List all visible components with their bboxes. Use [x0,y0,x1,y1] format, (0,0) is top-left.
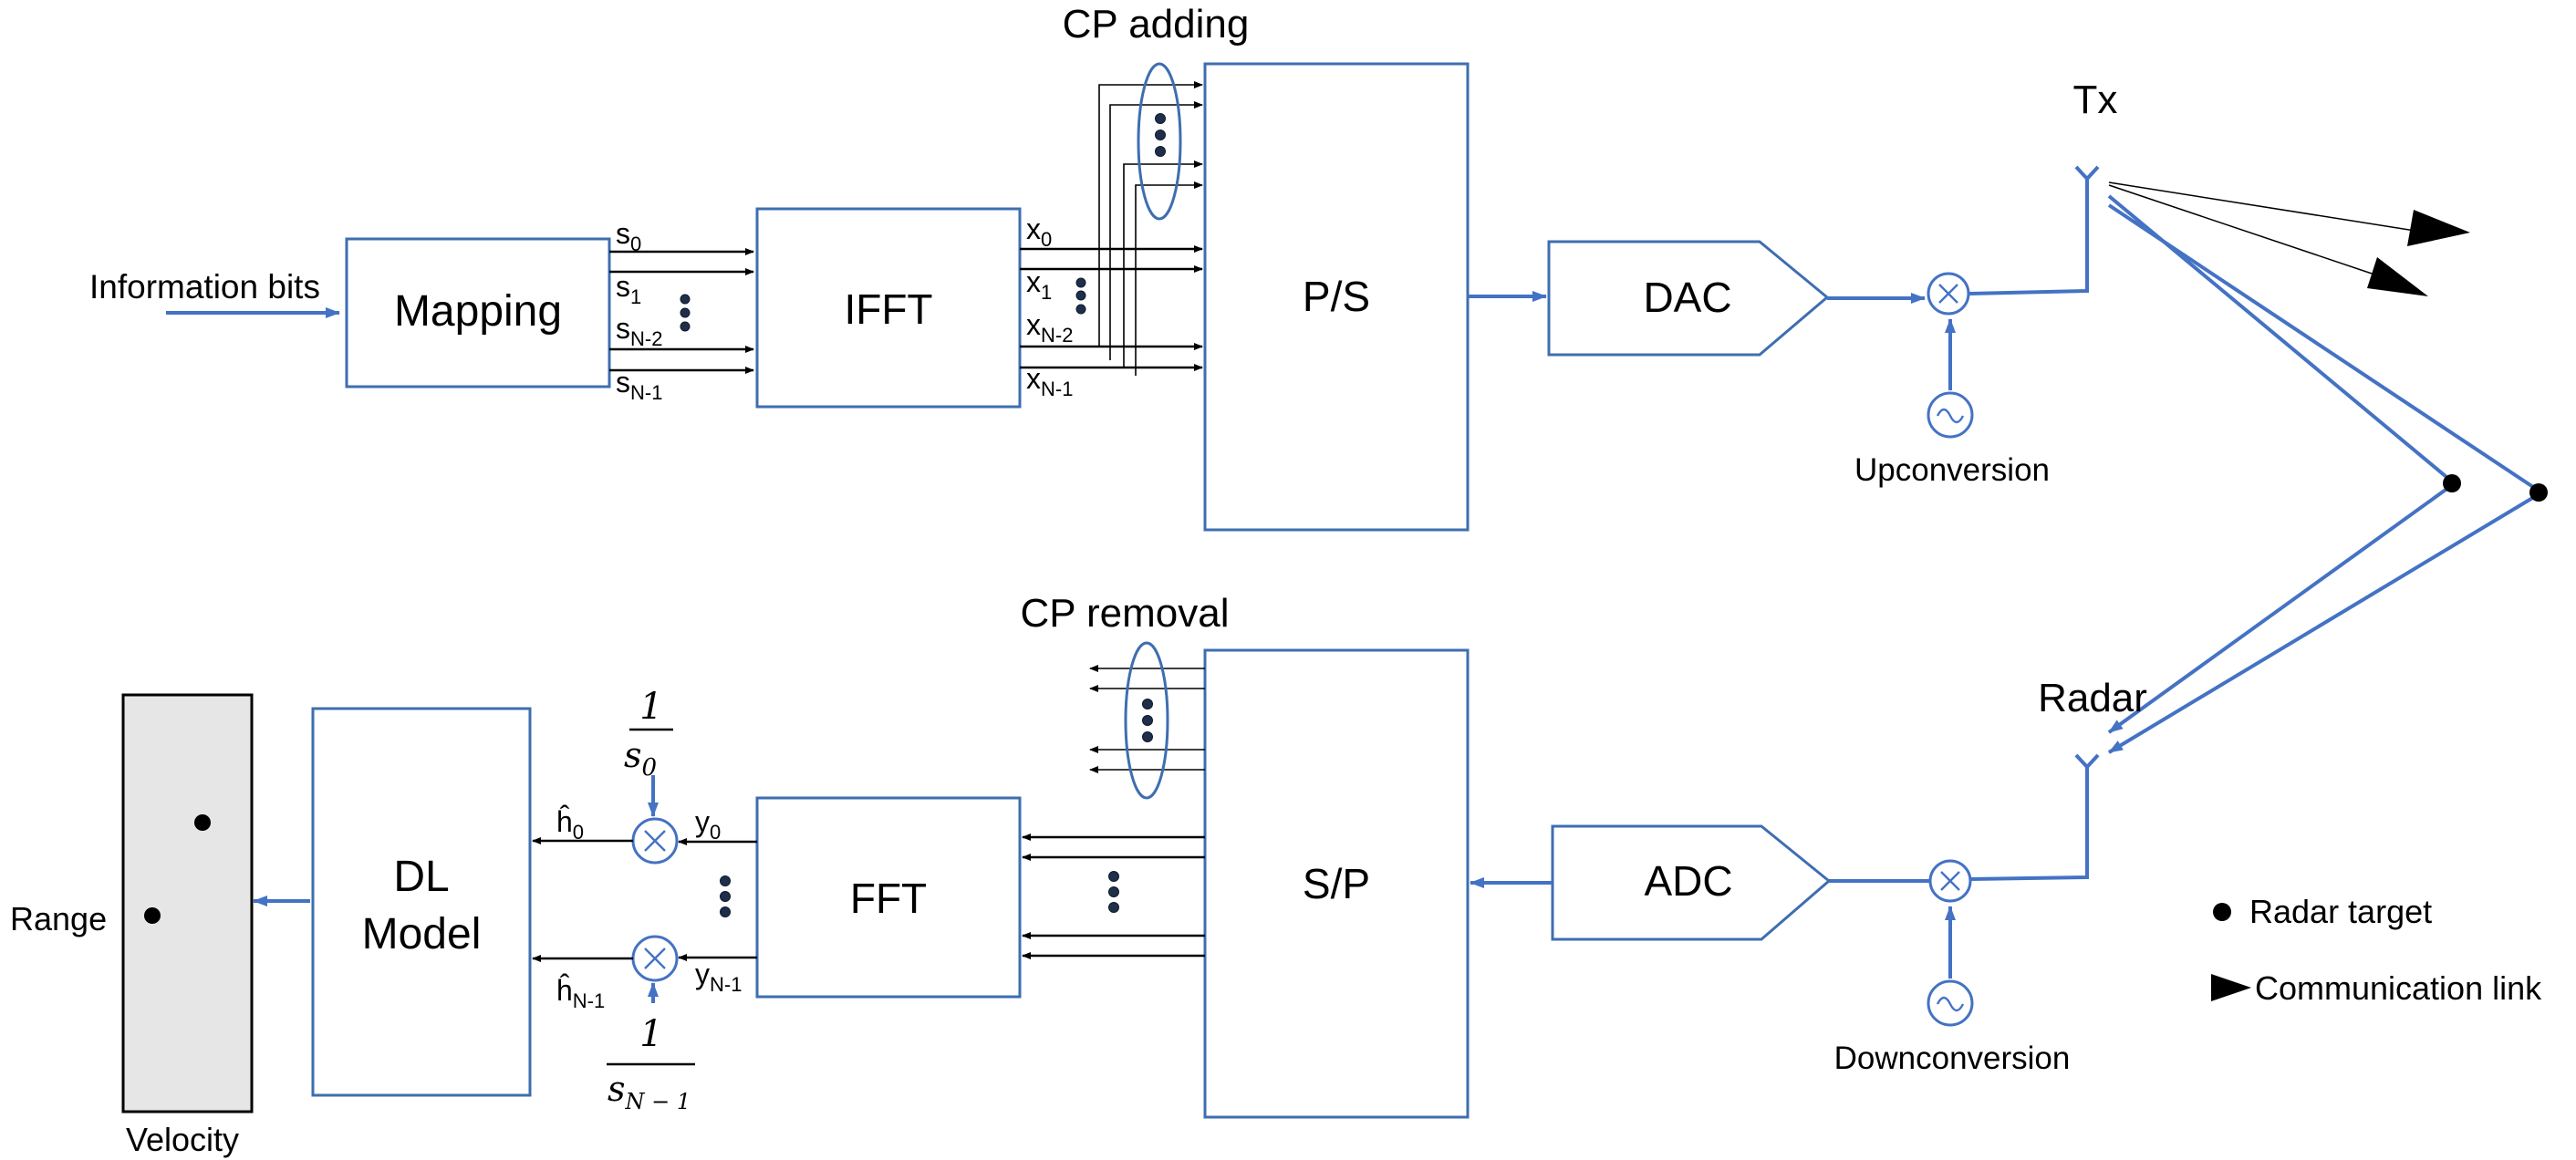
ifft-block: IFFT [755,207,1022,409]
sp-block: S/P [1203,648,1470,1119]
svg-text:1: 1 [639,1013,662,1055]
downconversion-label: Downconversion [1834,1041,2071,1076]
legend: Radar target Communication link [2211,893,2542,1007]
s1-label: s1 [616,270,641,308]
sp-ellipsis-dots [1108,871,1119,913]
xN2-label: xN-2 [1026,308,1073,347]
cp-adding-ellipse [1137,62,1182,221]
x1-label: x1 [1026,265,1052,304]
xN1-label: xN-1 [1026,362,1073,400]
ifft-label: IFFT [844,285,932,333]
dl-model-label-line2: Model [362,910,482,958]
radar-label: Radar [2038,676,2147,720]
cp-removal-arrows [1089,665,1205,773]
upconversion-oscillator-icon [1927,391,1974,439]
mapping-block: Mapping [345,237,611,388]
multiplier-N-1 [631,935,679,982]
sN1-label: sN-1 [616,366,662,404]
mapping-to-ifft-arrows [609,248,754,374]
information-bits-label: Information bits [89,268,320,306]
tx-antenna-icon [2074,165,2100,181]
dac-block: DAC [1547,240,1830,357]
fft-block: FFT [755,796,1022,999]
x0-label: x0 [1026,212,1052,251]
multiplier-0 [631,817,679,865]
y0-label: y0 [695,805,721,844]
adc-block: ADC [1551,824,1832,941]
svg-text:1: 1 [639,686,662,728]
ifft-to-ps-arrows [1020,245,1203,371]
ps-block: P/S [1203,62,1470,532]
s0-label: s0 [616,217,641,255]
ps-label: P/S [1303,273,1370,320]
fraction-1-over-s0: 1 s0 [624,686,673,782]
tx-label: Tx [2073,78,2118,122]
radar-target-paths [2107,194,2540,754]
sp-label: S/P [1303,860,1370,907]
cp-adding-wires [1098,81,1203,376]
tx-feed-line [1968,179,2089,295]
h0-label: ĥ0 [556,805,584,844]
fft-label: FFT [850,875,927,922]
svg-text:s0: s0 [624,735,657,782]
adc-label: ADC [1644,857,1732,905]
radar-target-2 [2529,483,2548,502]
legend-radar-target-label: Radar target [2249,893,2432,930]
svg-text:sN − 1: sN − 1 [608,1069,691,1114]
fraction-1-over-sN1: 1 sN − 1 [607,1013,695,1114]
dl-model-block: DL Model [311,707,532,1097]
hN1-label: ĥN-1 [556,974,605,1012]
mapping-ellipsis-dots [680,294,691,332]
legend-communication-link-label: Communication link [2255,969,2542,1007]
fft-output-ellipsis-dots [720,875,731,917]
legend-radar-target-marker [2213,903,2231,921]
radar-antenna-icon [2074,753,2100,770]
radar-target-1 [2443,474,2461,492]
sp-to-fft-arrows [1022,834,1205,959]
ifft-ellipsis-dots [1075,277,1086,315]
cp-adding-dots [1155,113,1166,157]
upconversion-label: Upconversion [1854,452,2050,488]
cp-removal-label: CP removal [1020,591,1229,636]
dac-label: DAC [1643,274,1731,321]
cp-adding-label: CP adding [1063,2,1250,47]
downconversion-mixer [1928,859,1972,903]
dl-model-label-line1: DL [393,853,449,901]
mapping-label: Mapping [394,287,562,336]
radar-feed-line [1969,767,2089,881]
cp-removal-ellipse [1124,641,1169,800]
upconversion-mixer [1927,272,1970,316]
yN1-label: yN-1 [695,958,742,996]
cp-removal-dots [1142,699,1153,742]
range-axis-label: Range [10,900,107,937]
legend-communication-link-marker [2211,974,2251,1001]
range-velocity-panel [121,693,254,1113]
communication-link-beams [2108,181,2470,296]
sN2-label: sN-2 [616,312,662,350]
downconversion-oscillator-icon [1927,979,1974,1027]
velocity-axis-label: Velocity [126,1121,239,1158]
